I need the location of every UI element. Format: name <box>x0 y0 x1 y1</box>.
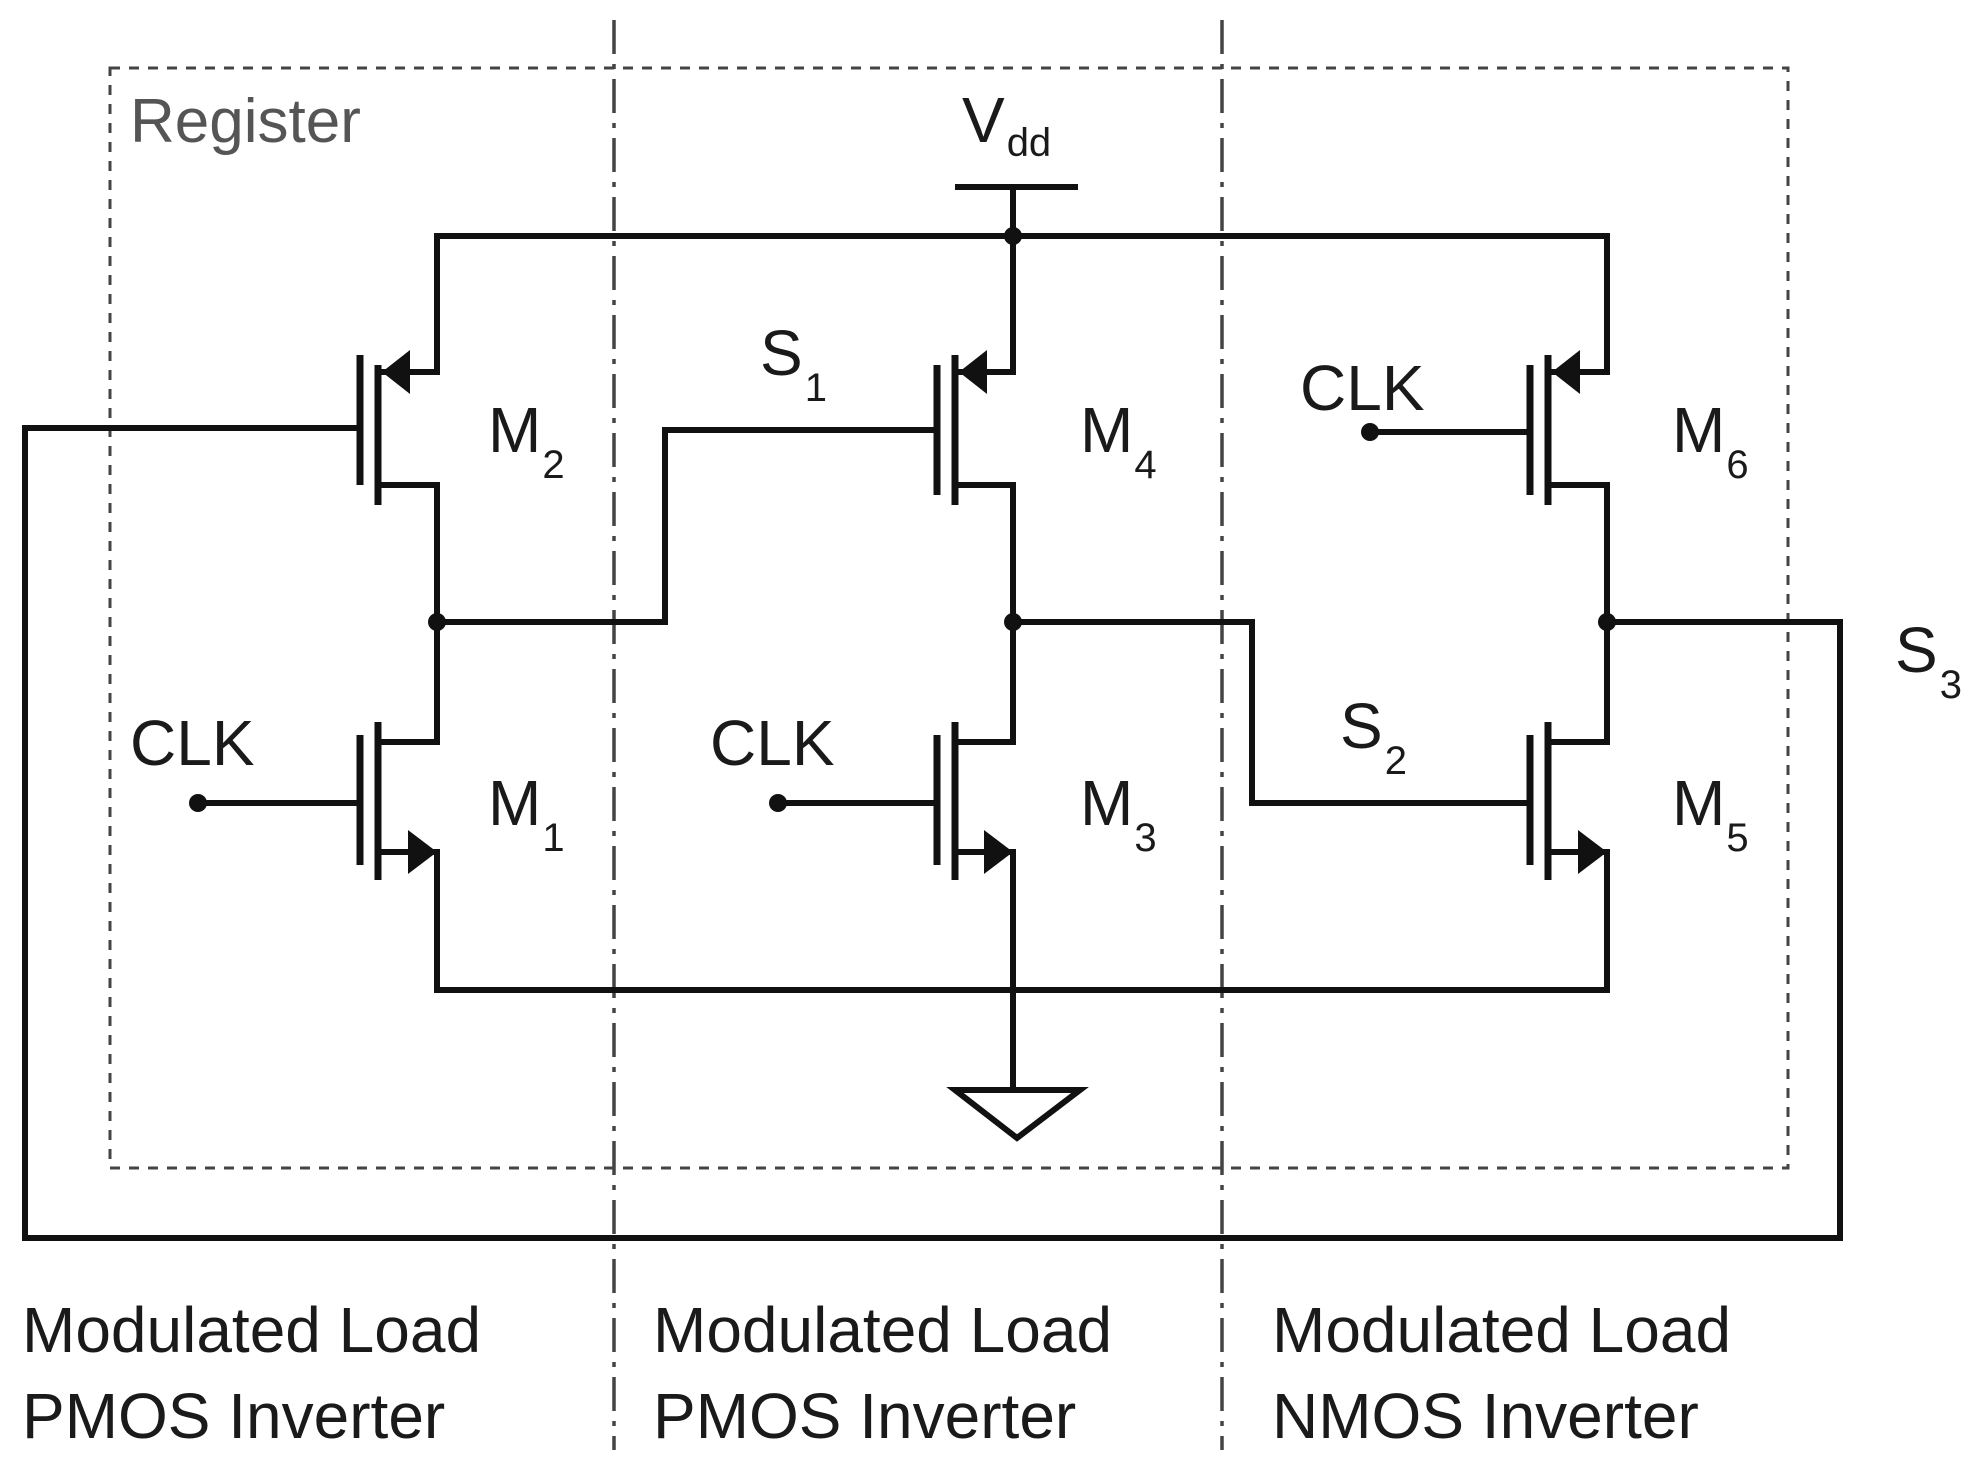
junction-node-2 <box>1004 613 1022 631</box>
ground-symbol <box>946 1087 1089 1142</box>
label-m3: M3 <box>1080 767 1157 860</box>
label-m6: M6 <box>1672 394 1749 487</box>
section-1-line2: PMOS Inverter <box>22 1380 445 1452</box>
ground-rail <box>434 849 1610 993</box>
transistor-m3 <box>933 619 1016 1088</box>
transistor-m2 <box>356 350 440 625</box>
wire-s3-feedback <box>22 425 1843 1241</box>
register-boundary <box>108 66 1790 1170</box>
terminal-clk-m1 <box>189 794 207 812</box>
junction-node-1 <box>428 613 446 631</box>
transistor-m5 <box>1526 619 1610 880</box>
section-2-line1: Modulated Load <box>653 1294 1112 1366</box>
transistor-m6 <box>1526 350 1610 625</box>
label-s3: S3 <box>1895 614 1962 707</box>
junction-node-3 <box>1598 613 1616 631</box>
wire-s1 <box>434 427 940 625</box>
label-m4: M4 <box>1080 394 1157 487</box>
vdd-label: Vdd <box>962 84 1051 165</box>
section-3-line1: Modulated Load <box>1272 1294 1731 1366</box>
terminal-clk-m6 <box>1361 423 1379 441</box>
label-s2: S2 <box>1340 690 1407 783</box>
label-clk-m1: CLK <box>130 707 255 779</box>
transistor-m1 <box>356 619 440 880</box>
label-m2: M2 <box>488 394 565 487</box>
terminal-clk-m3 <box>769 794 787 812</box>
junction-vdd <box>1004 227 1022 245</box>
section-2-line2: PMOS Inverter <box>653 1380 1076 1452</box>
label-clk-m3: CLK <box>710 707 835 779</box>
section-3-line2: NMOS Inverter <box>1272 1380 1699 1452</box>
transistor-m4 <box>933 233 1016 625</box>
register-label: Register <box>130 87 361 156</box>
label-m1: M1 <box>488 767 565 860</box>
label-clk-m6: CLK <box>1300 352 1425 424</box>
label-s1: S1 <box>760 317 827 410</box>
section-1-line1: Modulated Load <box>22 1294 481 1366</box>
wire-s2 <box>1010 619 1533 806</box>
label-m5: M5 <box>1672 767 1749 860</box>
